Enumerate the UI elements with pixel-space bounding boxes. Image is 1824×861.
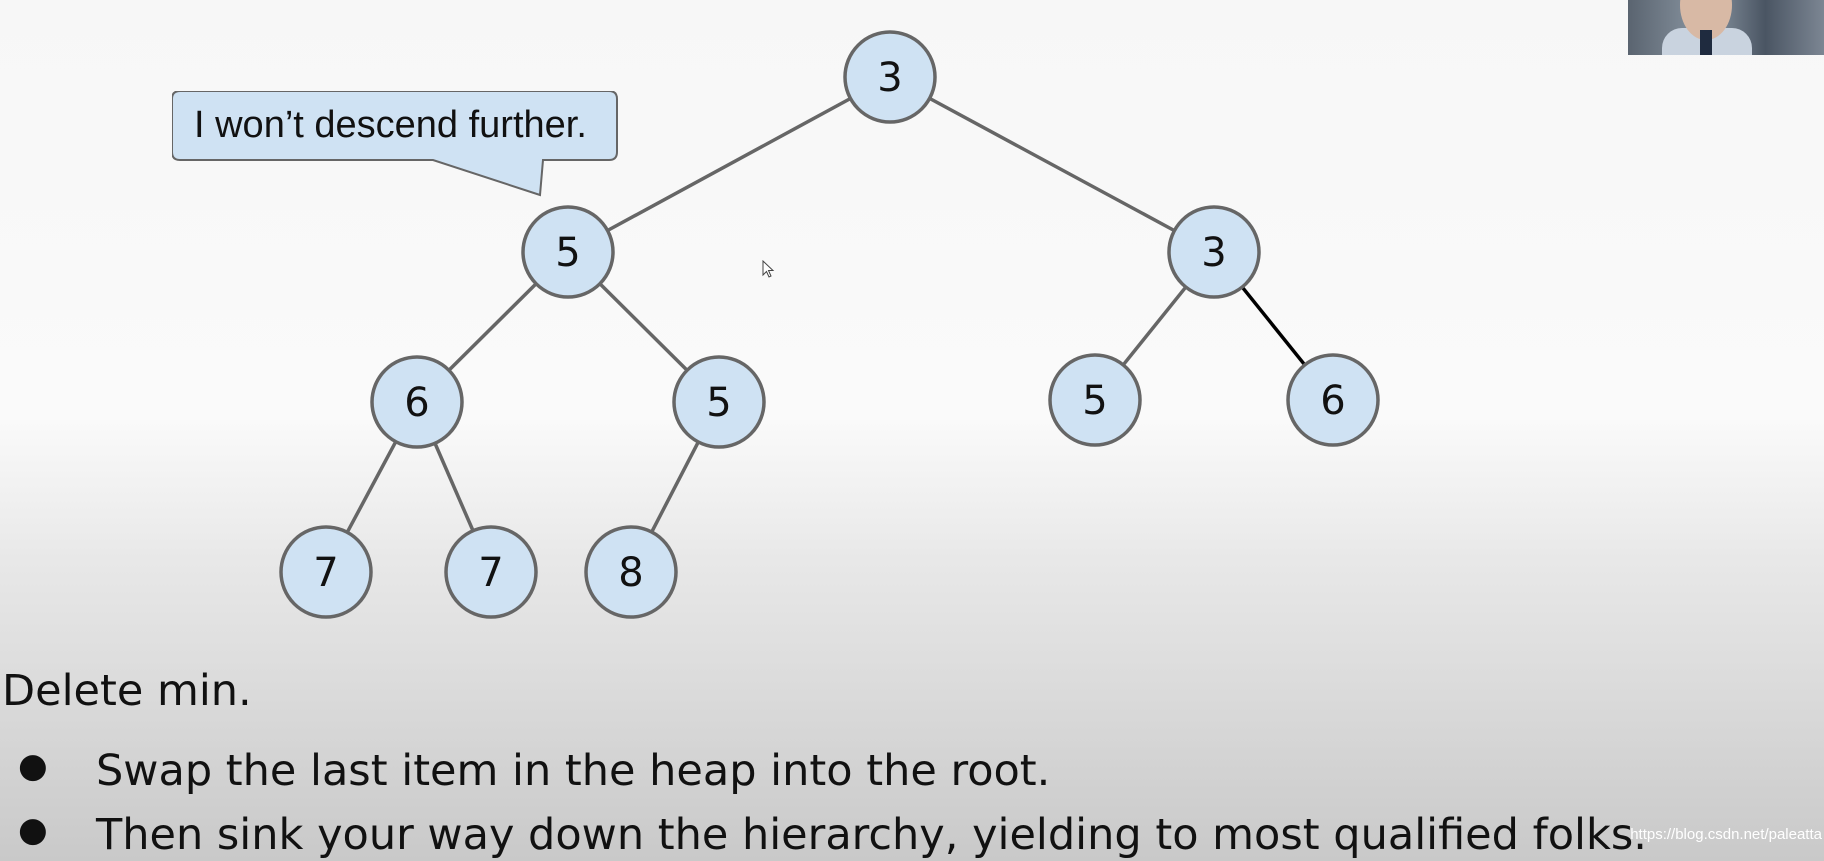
heap-node-lr: 5 <box>672 355 766 449</box>
heap-edge-ll-llr <box>433 442 475 532</box>
heap-node-circle <box>1048 353 1142 447</box>
heap-node-circle <box>521 205 615 299</box>
heap-edge-r-rl <box>1121 285 1188 367</box>
heap-node-label: 7 <box>313 550 338 596</box>
callout-text: I won’t descend further. <box>194 104 587 146</box>
heap-edge-root-l <box>606 96 852 233</box>
heap-node-circle <box>370 355 464 449</box>
heap-nodes: 3 5 3 6 5 5 6 7 7 8 <box>279 30 1380 619</box>
heap-node-label: 5 <box>706 380 731 426</box>
watermark-text: https://blog.csdn.net/paleatta <box>1630 826 1822 843</box>
heap-tree-diagram: 3 5 3 6 5 5 6 7 7 8 <box>279 30 1380 619</box>
heap-edge-lr-lrl <box>650 441 700 533</box>
heap-edge-r-rr <box>1240 285 1307 367</box>
heap-node-r: 3 <box>1167 205 1261 299</box>
heap-node-ll: 6 <box>370 355 464 449</box>
presenter-video-thumbnail <box>1628 0 1824 55</box>
mouse-pointer-icon <box>762 260 775 278</box>
bullet-icon: ● <box>18 746 48 786</box>
heap-node-label: 6 <box>1320 378 1345 424</box>
heap-node-rr: 6 <box>1286 353 1380 447</box>
bullet-icon: ● <box>18 810 48 850</box>
heap-node-l: 5 <box>521 205 615 299</box>
heap-edge-ll-lll <box>345 440 398 534</box>
bullet-text: Swap the last item in the heap into the … <box>96 746 1051 796</box>
heap-node-circle <box>279 525 373 619</box>
speech-callout <box>172 91 618 197</box>
heap-node-label: 5 <box>555 230 580 276</box>
heap-node-label: 7 <box>478 550 503 596</box>
heap-node-label: 8 <box>618 550 643 596</box>
heap-node-circle <box>1167 205 1261 299</box>
heap-node-lll: 7 <box>279 525 373 619</box>
heap-edges <box>345 96 1307 534</box>
heap-edge-root-r <box>928 96 1176 233</box>
heap-node-label: 5 <box>1082 378 1107 424</box>
heap-node-circle <box>1286 353 1380 447</box>
bullet-text: Then sink your way down the hierarchy, y… <box>96 810 1647 860</box>
heap-node-circle <box>584 525 678 619</box>
heap-edge-l-ll <box>447 282 538 372</box>
heap-node-circle <box>444 525 538 619</box>
heap-node-rl: 5 <box>1048 353 1142 447</box>
heap-node-label: 6 <box>404 380 429 426</box>
heap-node-label: 3 <box>1201 230 1226 276</box>
heap-node-circle <box>843 30 937 124</box>
heap-node-label: 3 <box>877 55 902 101</box>
heap-node-circle <box>672 355 766 449</box>
heap-node-root: 3 <box>843 30 937 124</box>
caption-title: Delete min. <box>2 666 252 716</box>
heap-node-llr: 7 <box>444 525 538 619</box>
heap-node-lrl: 8 <box>584 525 678 619</box>
heap-edge-l-lr <box>598 282 689 372</box>
